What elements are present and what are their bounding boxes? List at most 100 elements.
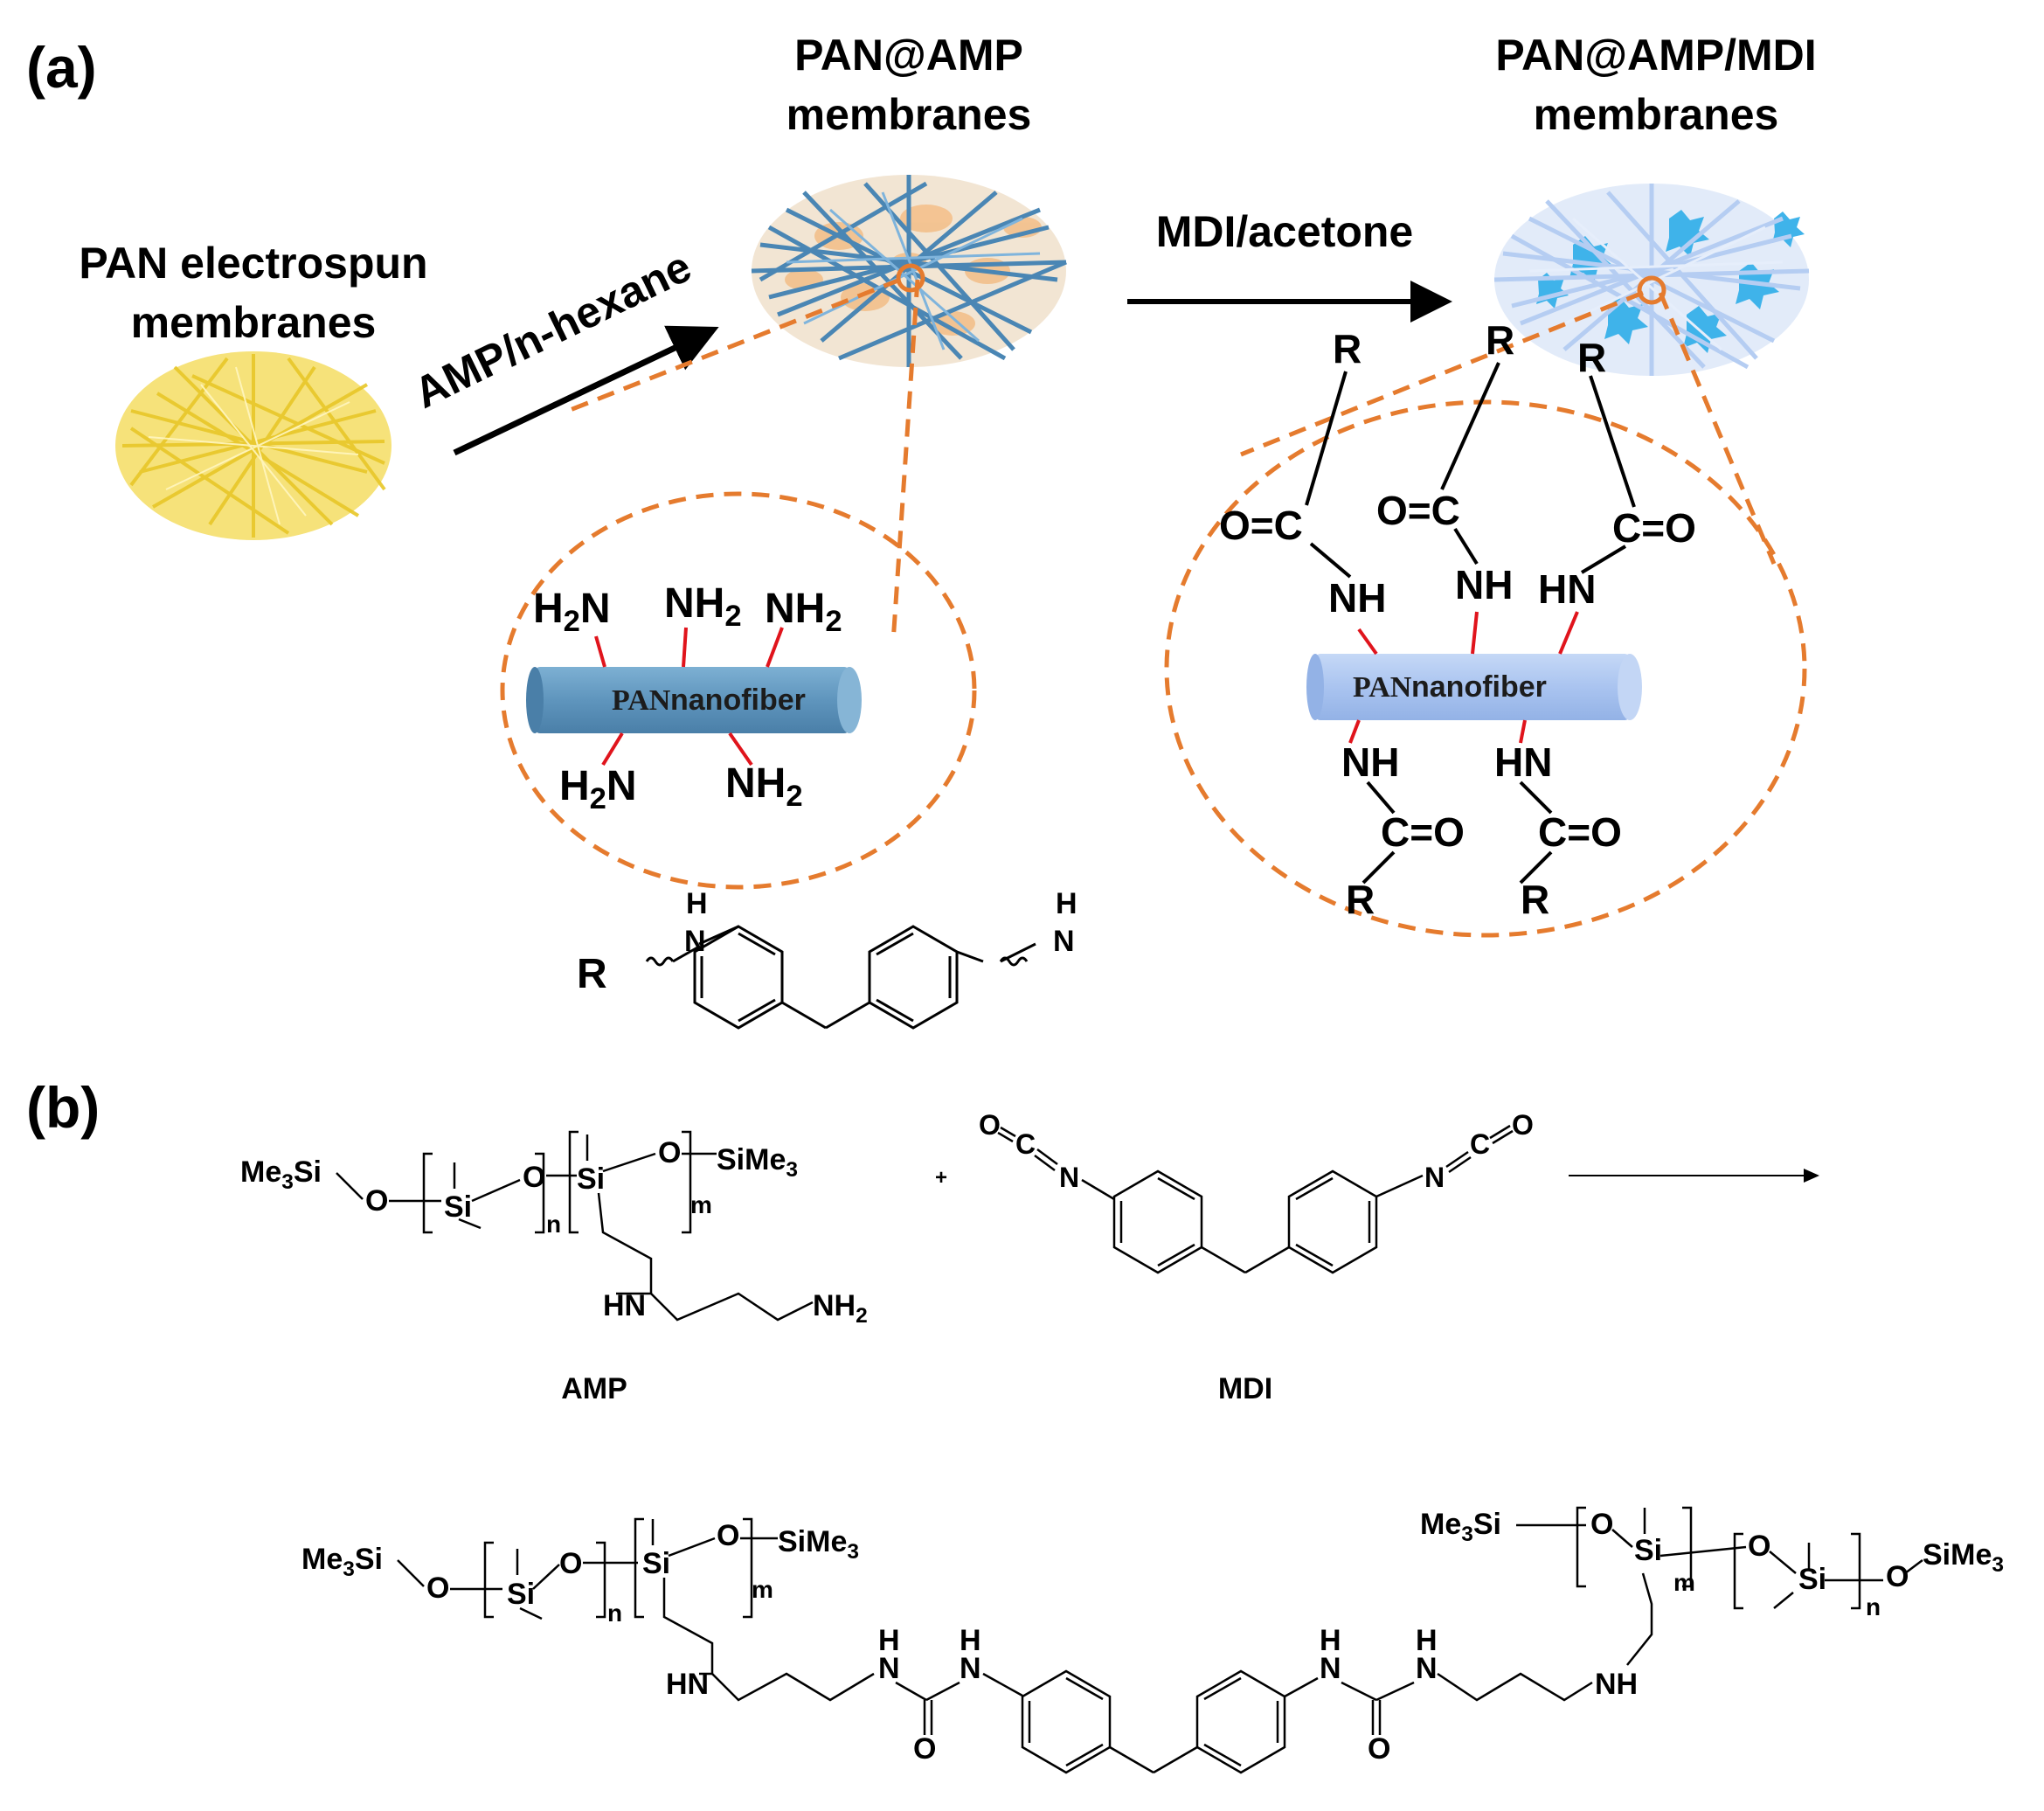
carbonyl-bottom-2: C=O: [1538, 809, 1622, 855]
svg-text:O: O: [1748, 1530, 1770, 1563]
svg-text:Si: Si: [1634, 1534, 1662, 1567]
r-group-top-3: R: [1577, 335, 1606, 380]
svg-text:n: n: [546, 1211, 561, 1238]
r-group-top-1: R: [1333, 326, 1362, 371]
r-group-bottom-2: R: [1521, 877, 1549, 922]
amide-nh-top-1: NH: [1328, 575, 1386, 621]
svg-text:H: H: [878, 1624, 900, 1657]
svg-text:N: N: [878, 1652, 900, 1685]
carbonyl-top-2: O=C: [1376, 488, 1460, 533]
svg-text:SiMe3: SiMe3: [717, 1143, 798, 1182]
svg-text:NH2: NH2: [813, 1289, 868, 1328]
pan-nanofiber-amp: PAN nanofiber: [526, 667, 862, 733]
amine-h2n-bottom: H2N: [559, 763, 637, 815]
svg-text:C: C: [1015, 1128, 1036, 1160]
svg-text:O: O: [365, 1184, 388, 1218]
pan-membrane-label-line1: PAN electrospun: [79, 239, 427, 288]
svg-text:O: O: [426, 1572, 449, 1605]
svg-text:O: O: [559, 1547, 582, 1580]
svg-text:HN: HN: [666, 1668, 709, 1701]
amine-h2n-top: H2N: [533, 586, 611, 638]
svg-text:n: n: [607, 1599, 622, 1627]
amine-nh2-bottom: NH2: [725, 760, 803, 813]
pan-amp-mdi-callout-circle: [1164, 399, 1807, 938]
panel-b-label: (b): [26, 1075, 100, 1140]
r-group-bottom-1: R: [1346, 877, 1375, 922]
amide-hn-top-3: HN: [1538, 566, 1596, 612]
pan-amp-mdi-label-line2: membranes: [1534, 90, 1779, 139]
svg-text:N: N: [1416, 1652, 1438, 1685]
carbonyl-bottom-1: C=O: [1381, 809, 1465, 855]
mdi-name: MDI: [1218, 1372, 1272, 1405]
svg-text:PAN: PAN: [612, 684, 671, 717]
svg-text:Me3Si: Me3Si: [301, 1543, 383, 1581]
svg-text:PAN: PAN: [1353, 671, 1412, 704]
amine-nh2-top-right: NH2: [765, 586, 842, 638]
svg-text:NH: NH: [1595, 1668, 1638, 1701]
mdi-structure: O C N N C O: [979, 1109, 1534, 1405]
amp-step-label: AMP/n-hexane: [406, 242, 698, 418]
amp-name: AMP: [561, 1372, 627, 1405]
pan-amp-label-line1: PAN@AMP: [794, 31, 1023, 80]
pan-membrane-label-line2: membranes: [131, 298, 377, 347]
pan-amp-callout-circle: [500, 491, 977, 890]
pan-amp-membrane-image: [751, 175, 1067, 367]
svg-text:N: N: [1424, 1162, 1445, 1193]
svg-text:nanofiber: nanofiber: [670, 683, 806, 717]
svg-text:O: O: [1886, 1560, 1909, 1593]
pan-nanofiber-mdi: PAN nanofiber: [1306, 654, 1642, 720]
svg-text:m: m: [690, 1191, 712, 1218]
pan-amp-mdi-label-line1: PAN@AMP/MDI: [1495, 31, 1816, 80]
svg-text:R: R: [577, 951, 607, 997]
plus-sign: +: [935, 1166, 947, 1190]
svg-text:nanofiber: nanofiber: [1411, 670, 1547, 704]
svg-text:H: H: [960, 1624, 981, 1657]
pan-amp-label-line2: membranes: [786, 90, 1032, 139]
carbonyl-top-1: O=C: [1219, 503, 1303, 548]
svg-text:C: C: [1470, 1128, 1490, 1160]
svg-text:SiMe3: SiMe3: [778, 1525, 859, 1564]
svg-text:N: N: [1053, 925, 1075, 958]
svg-text:H: H: [686, 887, 708, 920]
r-structure-diagram: [645, 925, 1029, 1030]
r-structure-label: R: [577, 951, 607, 997]
svg-text:n: n: [1866, 1593, 1881, 1620]
svg-text:H: H: [1416, 1624, 1438, 1657]
amide-hn-bottom-2: HN: [1494, 739, 1552, 785]
pan-electrospun-membrane-image: [115, 351, 391, 540]
pan-amp-mdi-membrane-image: [1493, 184, 1810, 376]
mdi-step-label: MDI/acetone: [1156, 207, 1414, 256]
svg-text:Si: Si: [444, 1190, 472, 1224]
svg-text:Si: Si: [642, 1547, 670, 1580]
svg-text:O: O: [1590, 1508, 1613, 1541]
amp-reaction-arrow: [453, 325, 719, 456]
amide-nh-top-2: NH: [1455, 562, 1513, 607]
svg-text:Me3Si: Me3Si: [240, 1155, 322, 1194]
svg-text:N: N: [1320, 1652, 1341, 1685]
svg-text:Si: Si: [507, 1578, 535, 1611]
svg-text:O: O: [717, 1519, 739, 1552]
svg-text:O: O: [523, 1161, 545, 1194]
svg-text:Si: Si: [1798, 1563, 1826, 1596]
svg-text:N: N: [960, 1652, 981, 1685]
svg-text:O: O: [979, 1109, 1001, 1141]
svg-text:H: H: [1320, 1624, 1341, 1657]
svg-text:Me3Si: Me3Si: [1420, 1508, 1501, 1546]
svg-text:m: m: [752, 1576, 773, 1603]
panel-a-label: (a): [26, 35, 97, 100]
amide-nh-bottom-1: NH: [1341, 739, 1399, 785]
carbonyl-top-3: C=O: [1612, 505, 1696, 551]
svg-text:Si: Si: [577, 1162, 605, 1196]
svg-text:H: H: [1056, 887, 1077, 920]
svg-text:O: O: [1368, 1732, 1390, 1766]
product-structure: Me3Si O Si O Si O SiMe3 n m HN H N H N O…: [301, 1506, 2004, 1774]
svg-text:HN: HN: [603, 1289, 646, 1322]
svg-text:O: O: [913, 1732, 936, 1766]
svg-text:O: O: [1512, 1109, 1534, 1141]
svg-text:O: O: [658, 1136, 681, 1169]
r-group-top-2: R: [1486, 317, 1514, 363]
svg-text:SiMe3: SiMe3: [1923, 1538, 2004, 1577]
amp-structure: Me3Si O Si O Si O SiMe3 n m HN NH2: [240, 1130, 868, 1405]
amine-nh2-top-mid: NH2: [664, 580, 742, 633]
